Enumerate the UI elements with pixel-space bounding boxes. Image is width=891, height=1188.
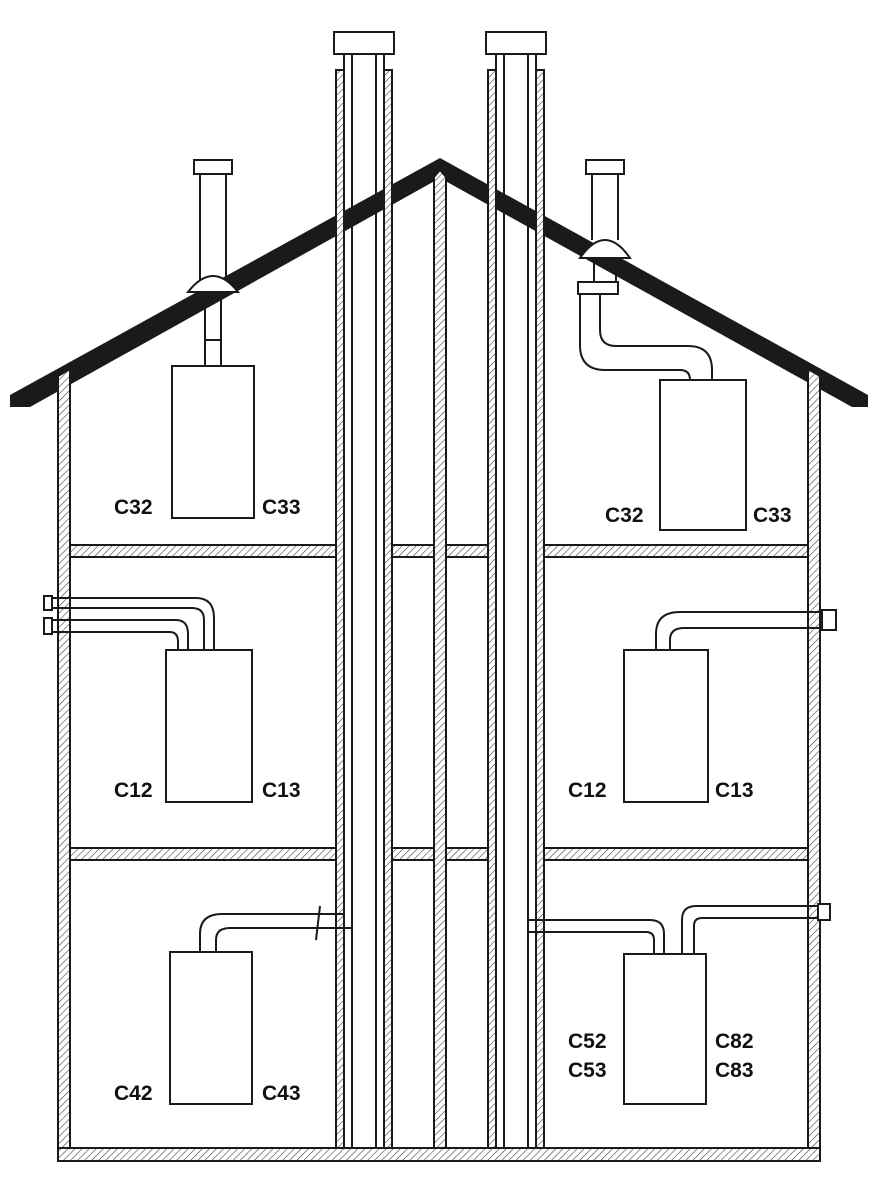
boiler-middle-left bbox=[165, 649, 253, 803]
roof-terminal-cap-right bbox=[585, 159, 625, 175]
boiler-ground-right bbox=[623, 953, 707, 1105]
ground-left-shaft-connection bbox=[199, 905, 352, 952]
label-middle-right-c13: C13 bbox=[715, 779, 754, 802]
house-walls bbox=[57, 168, 821, 1162]
ground-floor-slab bbox=[57, 1147, 821, 1162]
attic-right-offset-flue bbox=[577, 159, 713, 381]
left-outer-wall bbox=[57, 367, 71, 1149]
lower-floor-slab-left bbox=[69, 847, 337, 861]
label-attic-right-c33: C33 bbox=[753, 504, 792, 527]
boiler-attic-left bbox=[171, 365, 255, 519]
boiler-ground-left bbox=[169, 951, 253, 1105]
right-chimney-cap bbox=[485, 31, 547, 55]
roof-terminal-cap-left bbox=[193, 159, 233, 175]
boiler-middle-right bbox=[623, 649, 709, 803]
right-chimney-shaft bbox=[485, 31, 547, 1149]
label-ground-left-c42: C42 bbox=[114, 1082, 153, 1105]
label-attic-left-c33: C33 bbox=[262, 496, 301, 519]
label-ground-right-c53: C53 bbox=[568, 1059, 607, 1082]
central-wall bbox=[433, 168, 447, 1149]
label-ground-right-c52: C52 bbox=[568, 1030, 607, 1053]
ground-right-split-flue bbox=[528, 903, 831, 954]
left-chimney-shaft bbox=[333, 31, 395, 1149]
label-ground-left-c43: C43 bbox=[262, 1082, 301, 1105]
right-outer-wall bbox=[807, 367, 821, 1149]
middle-right-wall-flue bbox=[655, 609, 837, 650]
label-middle-right-c12: C12 bbox=[568, 779, 607, 802]
right-shaft-flue-pipe bbox=[503, 54, 529, 1148]
left-shaft-flue-pipe bbox=[351, 54, 377, 1148]
label-middle-left-c12: C12 bbox=[114, 779, 153, 802]
upper-floor-slab-left bbox=[69, 544, 337, 558]
label-ground-right-c82: C82 bbox=[715, 1030, 754, 1053]
middle-left-wall-flue bbox=[43, 595, 215, 650]
attic-left-vertical-flue bbox=[185, 159, 241, 366]
boiler-attic-right bbox=[659, 379, 747, 531]
upper-floor-slab-right bbox=[541, 544, 809, 558]
lower-floor-slab-right bbox=[541, 847, 809, 861]
label-ground-right-c83: C83 bbox=[715, 1059, 754, 1082]
left-chimney-cap bbox=[333, 31, 395, 55]
label-attic-left-c32: C32 bbox=[114, 496, 153, 519]
label-middle-left-c13: C13 bbox=[262, 779, 301, 802]
label-attic-right-c32: C32 bbox=[605, 504, 644, 527]
